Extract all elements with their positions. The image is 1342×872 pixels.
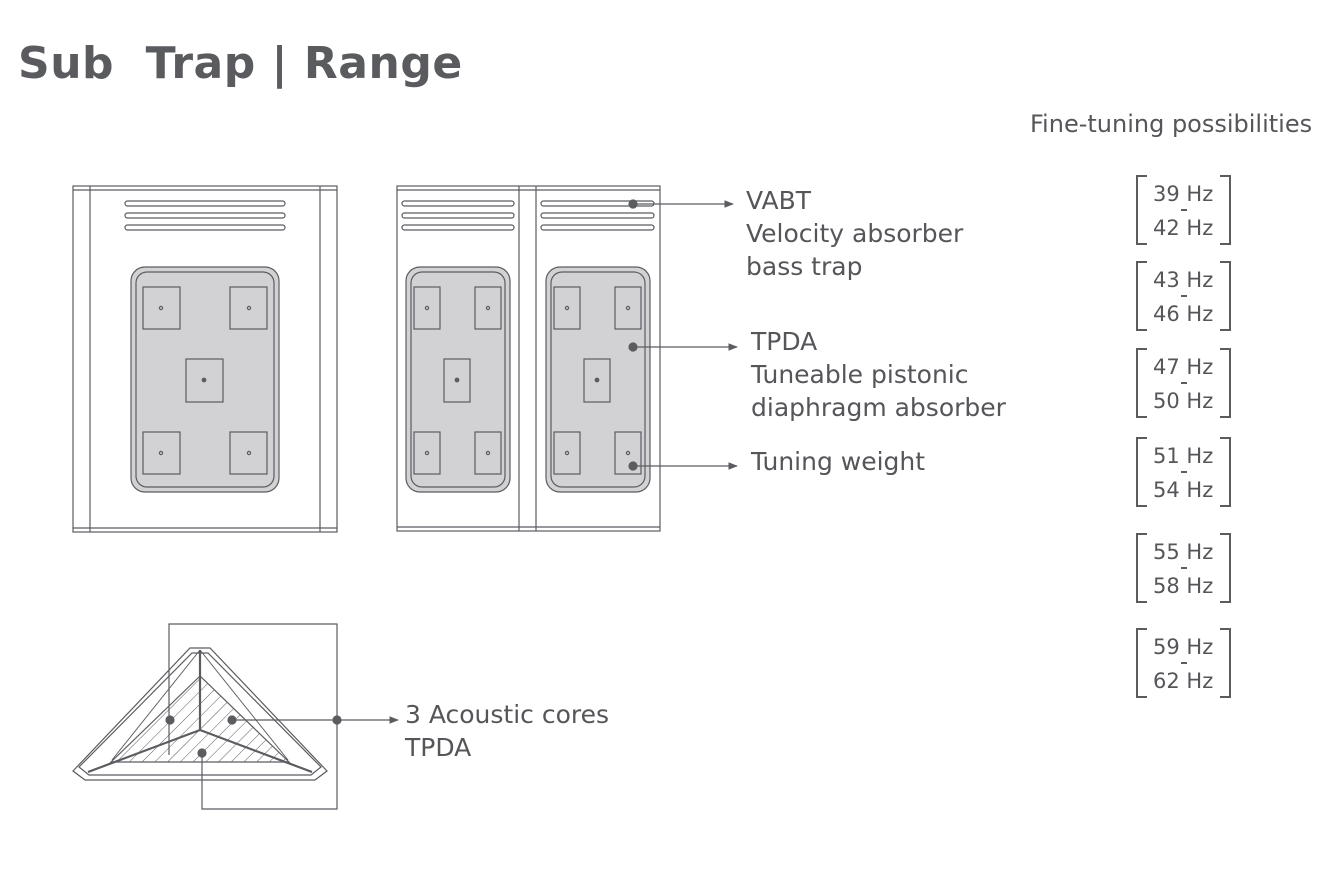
tuning-band-4: 51 Hz 54 Hz [1132, 438, 1234, 510]
tuning-header: Fine-tuning possibilities [1030, 110, 1313, 138]
page-title: Sub Trap | Range [18, 38, 463, 89]
callout-vabt-line-1: VABT [746, 186, 812, 215]
tuning-band-low: 43 Hz [1153, 268, 1214, 292]
front-view-single-unit [72, 185, 338, 533]
vent-slots [124, 200, 286, 231]
callout-cores-line-1: 3 Acoustic cores [405, 700, 610, 729]
tuning-band-high: 62 Hz [1153, 669, 1214, 693]
diaphragm-panel-right [545, 266, 651, 493]
callout-vabt-line-3: bass trap [746, 252, 863, 281]
vent-slots-left [401, 200, 515, 231]
tuning-band-low: 47 Hz [1153, 355, 1214, 379]
callout-cores-line-2: TPDA [405, 733, 472, 762]
tuning-band-3: 47 Hz 50 Hz [1132, 349, 1234, 421]
callout-tpda-line-3: diaphragm absorber [751, 393, 1006, 422]
tuning-band-high: 46 Hz [1153, 302, 1214, 326]
tuning-band-2: 43 Hz 46 Hz [1132, 262, 1234, 334]
tuning-band-low: 51 Hz [1153, 444, 1214, 468]
callout-acoustic-cores: 3 Acoustic cores TPDA [405, 698, 609, 764]
diaphragm-panel-left [405, 266, 511, 493]
tuning-band-6: 59 Hz 62 Hz [1132, 629, 1234, 701]
tuning-band-high: 54 Hz [1153, 478, 1214, 502]
tuning-band-1: 39 Hz 42 Hz [1132, 176, 1234, 248]
leader-lines [628, 199, 738, 471]
callout-tpda-line-2: Tuneable pistonic [751, 360, 969, 389]
callout-vabt: VABT Velocity absorber bass trap [746, 184, 963, 283]
diaphragm-panel [130, 266, 280, 493]
tuning-band-low: 39 Hz [1153, 182, 1214, 206]
callout-vabt-line-2: Velocity absorber [746, 219, 964, 248]
callout-tuning-weight-line-1: Tuning weight [751, 447, 926, 476]
tuning-band-low: 59 Hz [1153, 635, 1214, 659]
cores-markers [165, 715, 399, 758]
callout-tpda-line-1: TPDA [751, 327, 818, 356]
tuning-dashes [1181, 209, 1187, 664]
front-view-double-unit [396, 185, 661, 532]
callout-tuning-weight: Tuning weight [751, 445, 925, 478]
callout-tpda: TPDA Tuneable pistonic diaphragm absorbe… [751, 325, 1006, 424]
corner-plan-view [72, 623, 338, 810]
tuning-band-high: 42 Hz [1153, 216, 1214, 240]
tuning-brackets [1136, 175, 1231, 698]
tuning-band-high: 58 Hz [1153, 574, 1214, 598]
tuning-band-5: 55 Hz 58 Hz [1132, 534, 1234, 606]
tuning-band-low: 55 Hz [1153, 540, 1214, 564]
tuning-band-high: 50 Hz [1153, 389, 1214, 413]
